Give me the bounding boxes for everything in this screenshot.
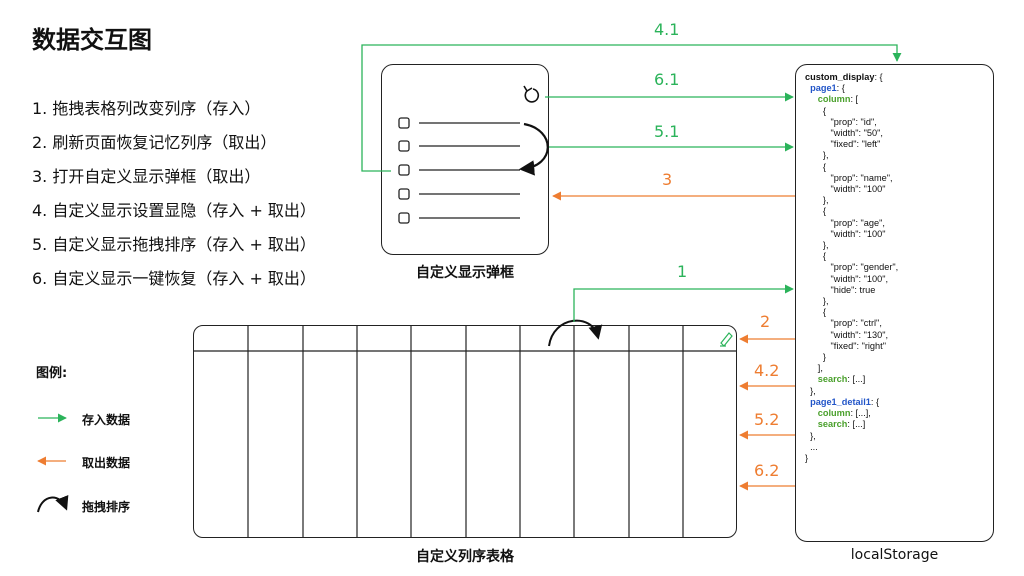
arrow-label-4-1: 4.1 xyxy=(654,20,680,39)
code-line: "width": "100" xyxy=(830,228,886,239)
code-line: "width": "100", xyxy=(830,273,889,284)
code-line: custom_display: { xyxy=(805,72,883,82)
table-grid xyxy=(194,326,736,537)
code-line: }, xyxy=(810,385,816,396)
code-line: } xyxy=(822,352,826,363)
code-line: }, xyxy=(822,195,829,206)
code-line: { xyxy=(822,161,826,172)
code-line: "fixed": "right" xyxy=(830,340,886,351)
local-storage-caption: localStorage xyxy=(850,547,939,563)
code-line: "prop": "age", xyxy=(830,217,885,228)
code-line: "prop": "id", xyxy=(830,116,877,127)
code-line: }, xyxy=(822,296,829,307)
custom-column-table xyxy=(193,325,737,538)
popup-drag-arc-icon xyxy=(518,122,549,176)
code-line: "hide": true xyxy=(830,284,876,295)
legend-title: 图例: xyxy=(36,366,68,381)
step-item: 1. 拖拽表格列改变列序（存入） xyxy=(32,99,261,118)
table-caption: 自定义列序表格 xyxy=(416,549,514,565)
code-line: "width": "50", xyxy=(830,128,883,139)
diagram-title: 数据交互图 xyxy=(32,26,152,54)
code-line: search: [...] xyxy=(817,419,866,430)
step-item: 4. 自定义显示设置显隐（存入 + 取出） xyxy=(32,201,316,220)
code-line: }, xyxy=(822,150,829,161)
legend-fetch-label: 取出数据 xyxy=(82,456,131,470)
arrow-1 xyxy=(573,284,794,322)
code-line: column: [...], xyxy=(817,408,871,419)
popup-caption: 自定义显示弹框 xyxy=(416,265,514,281)
code-line: { xyxy=(822,206,826,217)
legend-drag-arc-icon xyxy=(37,494,69,513)
arrow-label-3: 3 xyxy=(662,170,673,189)
code-line: "prop": "gender", xyxy=(830,262,899,273)
code-line: "prop": "ctrl", xyxy=(830,318,882,329)
arrow-label-1: 1 xyxy=(677,262,688,281)
arrow-label-6-1: 6.1 xyxy=(654,70,680,89)
rotate-ccw-icon xyxy=(523,85,540,103)
custom-display-popup xyxy=(381,64,549,255)
code-line: ... xyxy=(810,441,818,452)
code-line: page1: { xyxy=(810,83,845,94)
step-item: 3. 打开自定义显示弹框（取出） xyxy=(32,167,261,186)
pencil-icon xyxy=(720,332,733,347)
step-item: 2. 刷新页面恢复记忆列序（取出） xyxy=(32,133,277,152)
code-line: "width": "130", xyxy=(830,329,889,340)
popup-rows xyxy=(398,117,520,224)
code-line: ], xyxy=(817,363,823,374)
code-line: "prop": "name", xyxy=(830,172,893,183)
arrow-label-4-2: 4.2 xyxy=(754,361,780,380)
code-line: page1_detail1: { xyxy=(810,396,880,407)
step-item: 6. 自定义显示一键恢复（存入 + 取出） xyxy=(32,269,316,288)
code-line: }, xyxy=(822,240,829,251)
code-line: search: [...] xyxy=(817,374,866,385)
code-line: }, xyxy=(810,430,816,441)
code-line: { xyxy=(822,251,826,262)
arrow-4-1 xyxy=(361,44,902,172)
arrow-label-6-2: 6.2 xyxy=(754,461,780,480)
code-line: { xyxy=(822,307,826,318)
code-line: "fixed": "left" xyxy=(830,139,881,150)
arrow-label-5-1: 5.1 xyxy=(654,122,680,141)
code-line: "width": "100" xyxy=(830,184,886,195)
legend-drag-label: 拖拽排序 xyxy=(82,500,131,514)
legend-store-label: 存入数据 xyxy=(82,413,131,427)
table-drag-arc-icon xyxy=(548,319,603,347)
step-list: 1. 拖拽表格列改变列序（存入） 2. 刷新页面恢复记忆列序（取出） 3. 打开… xyxy=(32,92,316,296)
code-line: column: [ xyxy=(817,94,859,105)
storage-json-code: custom_display: { page1: { column: [ { "… xyxy=(805,72,898,464)
arrow-label-2: 2 xyxy=(760,312,771,331)
step-item: 5. 自定义显示拖拽排序（存入 + 取出） xyxy=(32,235,316,254)
code-line: } xyxy=(805,452,809,463)
local-storage-box xyxy=(795,64,994,542)
code-line: { xyxy=(822,105,826,116)
arrow-label-5-2: 5.2 xyxy=(754,410,780,429)
